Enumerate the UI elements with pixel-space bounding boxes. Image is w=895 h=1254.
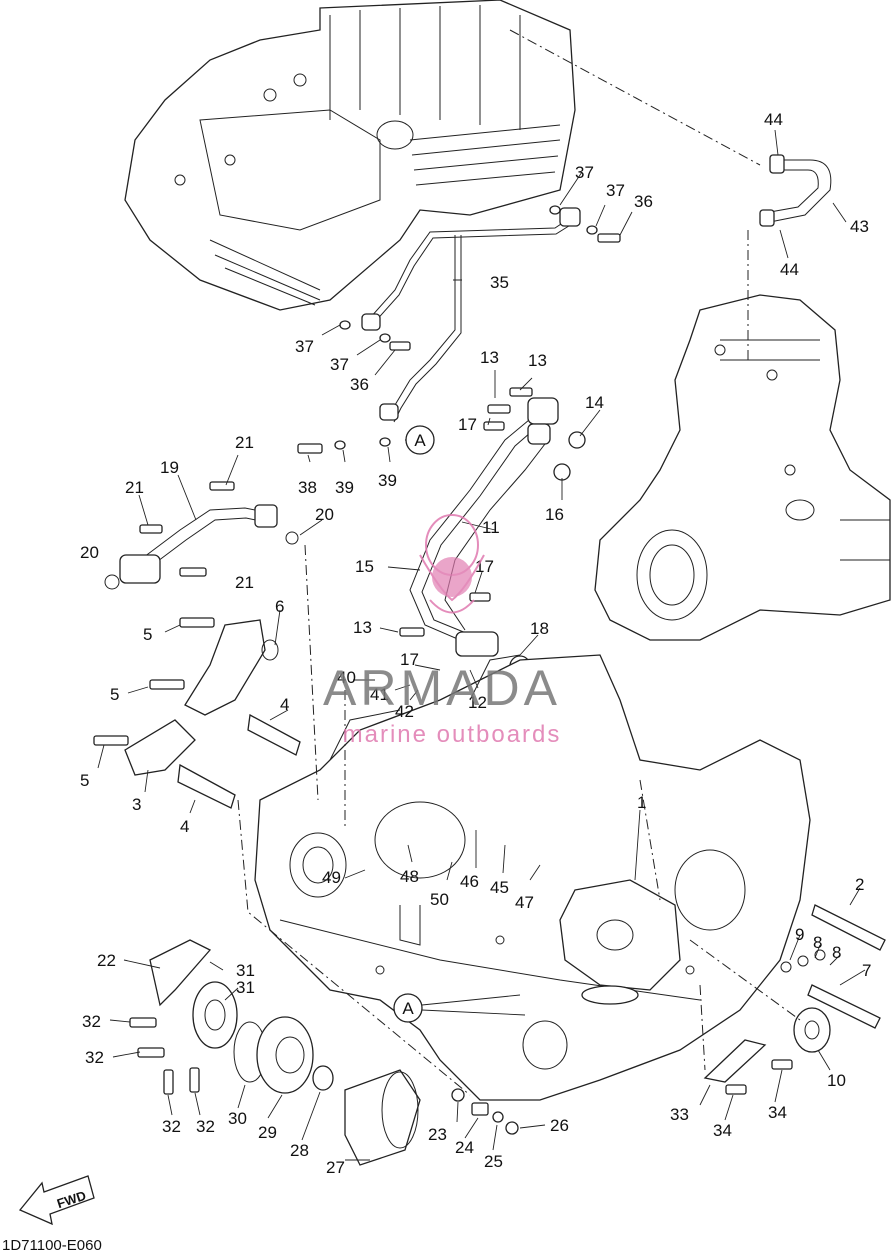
oil-filter-group bbox=[129, 939, 519, 1166]
part-label: 14 bbox=[585, 393, 604, 412]
part-label: 45 bbox=[490, 878, 509, 897]
part-label: 48 bbox=[400, 867, 419, 886]
part-label: 18 bbox=[530, 619, 549, 638]
part-label: 37 bbox=[575, 163, 594, 182]
part-label: 46 bbox=[460, 872, 479, 891]
part-label: 20 bbox=[80, 543, 99, 562]
part-label: 28 bbox=[290, 1141, 309, 1160]
part-label: 17 bbox=[458, 415, 477, 434]
watermark-brand: ARMADA bbox=[323, 660, 561, 716]
part-label: 39 bbox=[378, 471, 397, 490]
part-label: 44 bbox=[780, 260, 799, 279]
watermark-tagline: marine outboards bbox=[343, 721, 562, 748]
part-label: 13 bbox=[480, 348, 499, 367]
part-label: 20 bbox=[315, 505, 334, 524]
part-label: 17 bbox=[400, 650, 419, 669]
part-label: 5 bbox=[143, 625, 152, 644]
part-label: 42 bbox=[395, 702, 414, 721]
part-label: 40 bbox=[337, 668, 356, 687]
part-label: 11 bbox=[482, 518, 500, 537]
long-bolts bbox=[780, 904, 886, 1029]
part-label: 13 bbox=[353, 618, 372, 637]
part-label: 10 bbox=[827, 1071, 846, 1090]
crankcase-side-view bbox=[594, 294, 891, 641]
part-label: 22 bbox=[97, 951, 116, 970]
part-label: 8 bbox=[832, 943, 841, 962]
part-label: 37 bbox=[295, 337, 314, 356]
part-label: 33 bbox=[670, 1105, 689, 1124]
part-label: 39 bbox=[335, 478, 354, 497]
part-label: 32 bbox=[196, 1117, 215, 1136]
oil-delivery-pipe bbox=[361, 207, 581, 423]
part-label: 23 bbox=[428, 1125, 447, 1144]
part-label: 31 bbox=[236, 978, 255, 997]
part-label: 24 bbox=[455, 1138, 474, 1157]
part-label: 32 bbox=[82, 1012, 101, 1031]
part-label: 34 bbox=[713, 1121, 732, 1140]
part-label: 19 bbox=[160, 458, 179, 477]
reference-lines bbox=[97, 29, 866, 1161]
part-label: 7 bbox=[862, 961, 871, 980]
part-label: 13 bbox=[528, 351, 547, 370]
oil-hose-assembly bbox=[104, 481, 299, 590]
watermark: ARMADA marine outboards bbox=[323, 514, 562, 748]
part-label: 25 bbox=[484, 1152, 503, 1171]
oil-pump bbox=[559, 879, 681, 1005]
cylinder-head-assembly bbox=[124, 0, 576, 311]
part-label: 47 bbox=[515, 893, 534, 912]
part-label: 36 bbox=[350, 375, 369, 394]
reference-marker-top: A bbox=[405, 425, 435, 455]
part-label: 29 bbox=[258, 1123, 277, 1142]
part-label: 49 bbox=[322, 868, 341, 887]
reference-marker-letter: A bbox=[402, 999, 414, 1018]
part-label: 38 bbox=[298, 478, 317, 497]
part-label: 5 bbox=[80, 771, 89, 790]
forward-direction-arrow: FWD bbox=[18, 1175, 95, 1226]
diagram-code: 1D71100-E060 bbox=[2, 1237, 102, 1254]
watermark-logo-icon bbox=[419, 514, 485, 614]
reference-marker-bottom: A bbox=[393, 993, 423, 1023]
part-label: 31 bbox=[236, 961, 255, 980]
part-label: 50 bbox=[430, 890, 449, 909]
part-label: 6 bbox=[275, 597, 284, 616]
part-label: 32 bbox=[85, 1048, 104, 1067]
part-label: 26 bbox=[550, 1116, 569, 1135]
part-label: 37 bbox=[330, 355, 349, 374]
part-label: 2 bbox=[855, 875, 864, 894]
part-label: 8 bbox=[813, 933, 822, 952]
part-label: 35 bbox=[490, 273, 509, 292]
oil-strainer-assembly bbox=[93, 617, 301, 809]
part-label: 9 bbox=[795, 925, 804, 944]
part-label: 21 bbox=[235, 433, 254, 452]
part-label: 34 bbox=[768, 1103, 787, 1122]
part-label: 16 bbox=[545, 505, 564, 524]
part-label: 43 bbox=[850, 217, 869, 236]
part-label: 15 bbox=[355, 557, 374, 576]
part-label: 27 bbox=[326, 1158, 345, 1177]
breather-hose bbox=[759, 154, 832, 227]
part-label: 37 bbox=[606, 181, 625, 200]
pump-drive bbox=[703, 1007, 831, 1095]
part-label: 1 bbox=[637, 793, 646, 812]
part-label: 12 bbox=[468, 693, 487, 712]
part-label: 44 bbox=[764, 110, 783, 129]
part-label: 30 bbox=[228, 1109, 247, 1128]
part-label: 4 bbox=[180, 817, 189, 836]
reference-marker-letter: A bbox=[414, 431, 426, 450]
part-labels: 44 43 44 37 37 36 35 37 37 36 13 13 14 1… bbox=[80, 110, 871, 1177]
part-label: 41 bbox=[370, 685, 389, 704]
part-label: 3 bbox=[132, 795, 141, 814]
part-label: 21 bbox=[235, 573, 254, 592]
part-label: 5 bbox=[110, 685, 119, 704]
part-label: 4 bbox=[280, 695, 289, 714]
part-label: 36 bbox=[634, 192, 653, 211]
part-label: 32 bbox=[162, 1117, 181, 1136]
union-bolts-and-washers bbox=[297, 205, 621, 454]
part-label: 21 bbox=[125, 478, 144, 497]
oil-pipes bbox=[399, 387, 586, 677]
